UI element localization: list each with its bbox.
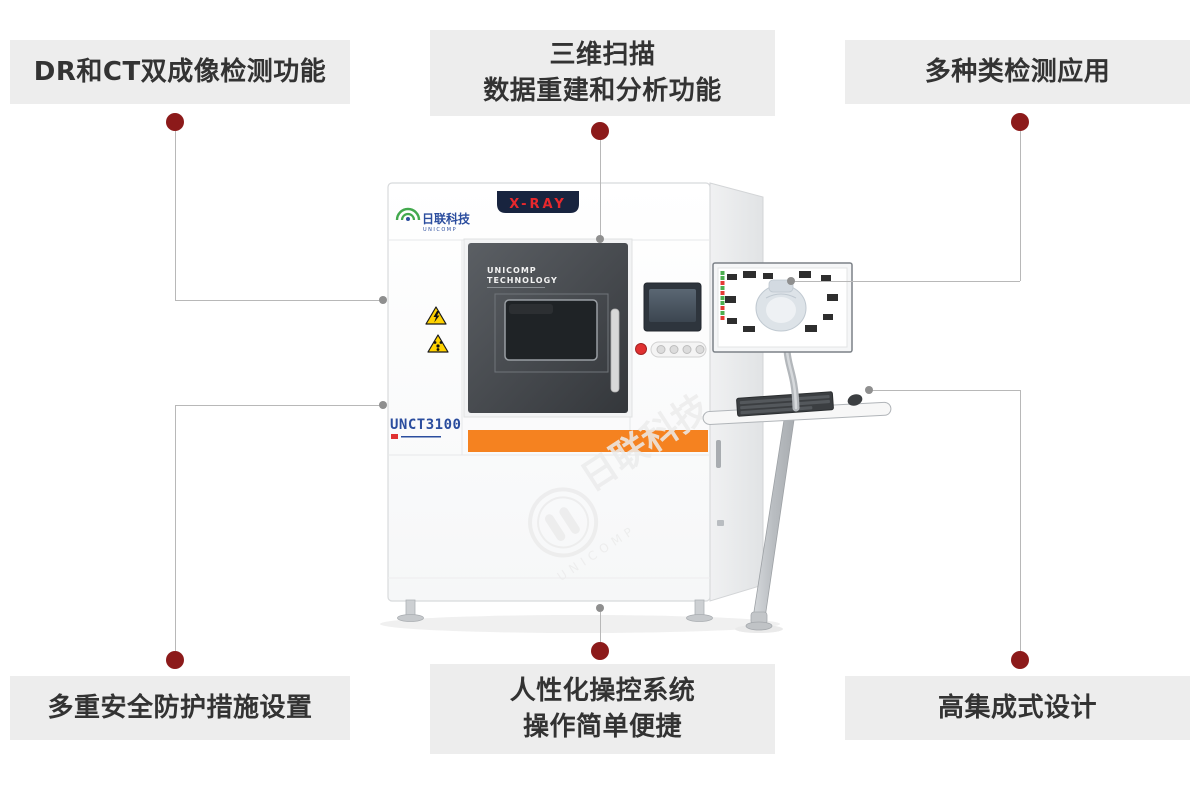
callout-safety-protection: 多重安全防护措施设置 xyxy=(10,676,350,740)
side-panel-details xyxy=(716,440,724,526)
unicomp-logo: 日联科技 UNICOMP xyxy=(395,207,471,233)
connector-end-dot xyxy=(865,386,873,394)
keyboard xyxy=(736,391,834,417)
inspection-door: UNICOMP TECHNOLOGY xyxy=(463,238,633,418)
connector-end-dot xyxy=(379,296,387,304)
callout-label-line1: 人性化操控系统 xyxy=(509,675,696,706)
warning-stickers xyxy=(425,306,449,353)
xray-badge: X-RAY xyxy=(497,191,579,213)
connector-end-dot xyxy=(787,277,795,285)
callout-label-line1: 三维扫描 xyxy=(549,39,656,70)
connector-line xyxy=(791,281,1020,282)
callout-dot xyxy=(1011,113,1029,131)
panel-display xyxy=(649,289,696,322)
control-panel xyxy=(635,282,707,358)
emergency-stop-button xyxy=(635,343,647,355)
brand-name-cn: 日联科技 xyxy=(422,211,471,226)
screen-annotations xyxy=(725,271,838,332)
callout-label: 多重安全防护措施设置 xyxy=(47,692,313,723)
connector-line xyxy=(175,405,176,651)
callout-label: DR和CT双成像检测功能 xyxy=(33,56,327,87)
panel-button xyxy=(669,345,679,354)
screen-colorbar xyxy=(720,271,725,320)
orange-stripe xyxy=(468,430,708,452)
door-handle xyxy=(610,308,620,393)
machine-feet xyxy=(397,599,713,622)
callout-3d-scan: 三维扫描 数据重建和分析功能 xyxy=(430,30,775,116)
connector-line xyxy=(175,405,383,406)
floor-shadow xyxy=(380,615,783,633)
scanned-part xyxy=(755,279,807,332)
lead-glass-window xyxy=(504,299,598,361)
workstation xyxy=(702,346,892,631)
callout-dot xyxy=(591,122,609,140)
connector-line xyxy=(1020,131,1021,281)
model-number: UNCT3100 xyxy=(390,417,461,433)
callout-dr-ct-imaging: DR和CT双成像检测功能 xyxy=(10,40,350,104)
connector-end-dot xyxy=(596,235,604,243)
connector-line xyxy=(175,300,383,301)
connector-line xyxy=(600,140,601,238)
machine-illustration: 日联科技 UNICOMP X-RAY UNICOMP TECHNOLOGY xyxy=(380,182,892,633)
panel-button xyxy=(656,345,666,354)
connector-line xyxy=(600,612,601,642)
door-brand-line1: UNICOMP xyxy=(487,266,537,275)
callout-label-line2: 数据重建和分析功能 xyxy=(483,76,722,106)
model-label: UNCT3100 xyxy=(390,417,461,439)
callout-easy-operation: 人性化操控系统 操作简单便捷 xyxy=(430,664,775,754)
connector-end-dot xyxy=(596,604,604,612)
radiation-triangle-icon xyxy=(427,334,449,353)
xray-badge-label: X-RAY xyxy=(509,197,567,212)
logo-mark-icon xyxy=(406,217,410,221)
callout-dot xyxy=(166,651,184,669)
brand-name-en: UNICOMP xyxy=(423,227,457,233)
callout-dot xyxy=(1011,651,1029,669)
callout-multi-applications: 多种类检测应用 xyxy=(845,40,1190,104)
connector-line xyxy=(175,131,176,300)
callout-label: 多种类检测应用 xyxy=(924,56,1111,87)
panel-button xyxy=(682,345,692,354)
connector-line xyxy=(1020,390,1021,651)
callout-label-line2: 操作简单便捷 xyxy=(522,712,682,742)
mouse xyxy=(847,394,863,406)
panel-button xyxy=(695,345,705,354)
connector-line xyxy=(869,390,1020,391)
callout-integrated-design: 高集成式设计 xyxy=(845,676,1190,740)
door-brand-line2: TECHNOLOGY xyxy=(487,276,558,285)
callout-label: 高集成式设计 xyxy=(937,692,1097,723)
connector-end-dot xyxy=(379,401,387,409)
callout-dot xyxy=(166,113,184,131)
monitor xyxy=(712,262,853,353)
callout-dot xyxy=(591,642,609,660)
